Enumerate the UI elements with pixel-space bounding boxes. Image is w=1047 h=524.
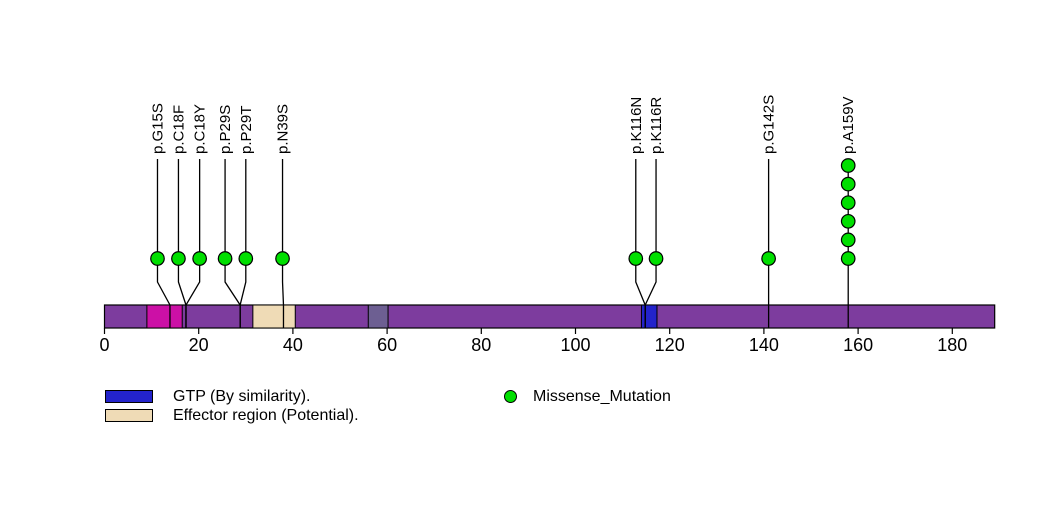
mutation-circle (238, 251, 254, 266)
axis-tick-label: 180 (937, 335, 967, 355)
mutation-circle (150, 251, 165, 266)
axis-tick-label: 80 (471, 335, 491, 355)
mutation-stem (635, 159, 646, 328)
axis-tick-label: 160 (843, 335, 873, 355)
mutation-circle (840, 158, 856, 173)
mutation-circle (840, 176, 856, 192)
effector-legend-label: Effector region (Potential). (173, 407, 359, 424)
mutation-stem (239, 159, 247, 328)
mutation-label: p.C18Y (192, 104, 209, 154)
axis-tick-label: 0 (99, 335, 109, 355)
axis-tick-label: 120 (655, 335, 685, 355)
mutation-circle (761, 251, 776, 266)
mutation-circle (628, 251, 644, 266)
mutation-stem (177, 159, 187, 328)
mutation-label: p.P29T (238, 106, 255, 154)
axis-tick-label: 140 (749, 335, 779, 355)
domain-effector-region (252, 304, 296, 329)
mutation-stem (281, 159, 285, 328)
mutation-label: p.A159V (840, 96, 857, 154)
gtp-legend-label: GTP (By similarity). (173, 388, 311, 405)
axis-tick-label: 60 (377, 335, 397, 355)
mutation-stem (156, 159, 171, 328)
mutation-circle (840, 213, 856, 229)
mutation-label: p.G142S (761, 95, 778, 154)
mutation-circle (171, 251, 186, 266)
mutation-label: p.N39S (275, 104, 292, 154)
gtp-legend-swatch (105, 390, 153, 403)
mutation-label: p.K116N (628, 97, 645, 154)
mutation-label: p.P29S (217, 105, 234, 154)
missense-legend-label: Missense_Mutation (533, 388, 671, 405)
mutation-circle (840, 232, 856, 248)
domain-gtp-region (640, 304, 658, 329)
mutation-label: p.G15S (149, 103, 166, 154)
mutation-label: p.K116R (648, 97, 665, 154)
mutation-circle (840, 195, 856, 211)
mutation-circle (217, 251, 233, 266)
missense-legend-dot (504, 390, 517, 403)
mutation-stem (224, 159, 241, 328)
axis-tick-label: 100 (560, 335, 590, 355)
domain-region-magenta (146, 304, 183, 329)
protein-backbone (103, 304, 996, 329)
mutation-circle (648, 251, 664, 266)
axis-tick-label: 20 (189, 335, 209, 355)
mutation-stem (185, 159, 201, 328)
domain-region-gray (367, 304, 389, 329)
mutation-circle (840, 251, 856, 266)
mutation-stem (644, 159, 657, 328)
mutation-circle (192, 251, 207, 266)
effector-legend-swatch (105, 409, 153, 422)
mutation-label: p.C18F (170, 105, 187, 154)
axis-tick-label: 40 (283, 335, 303, 355)
mutation-circle (275, 251, 290, 266)
